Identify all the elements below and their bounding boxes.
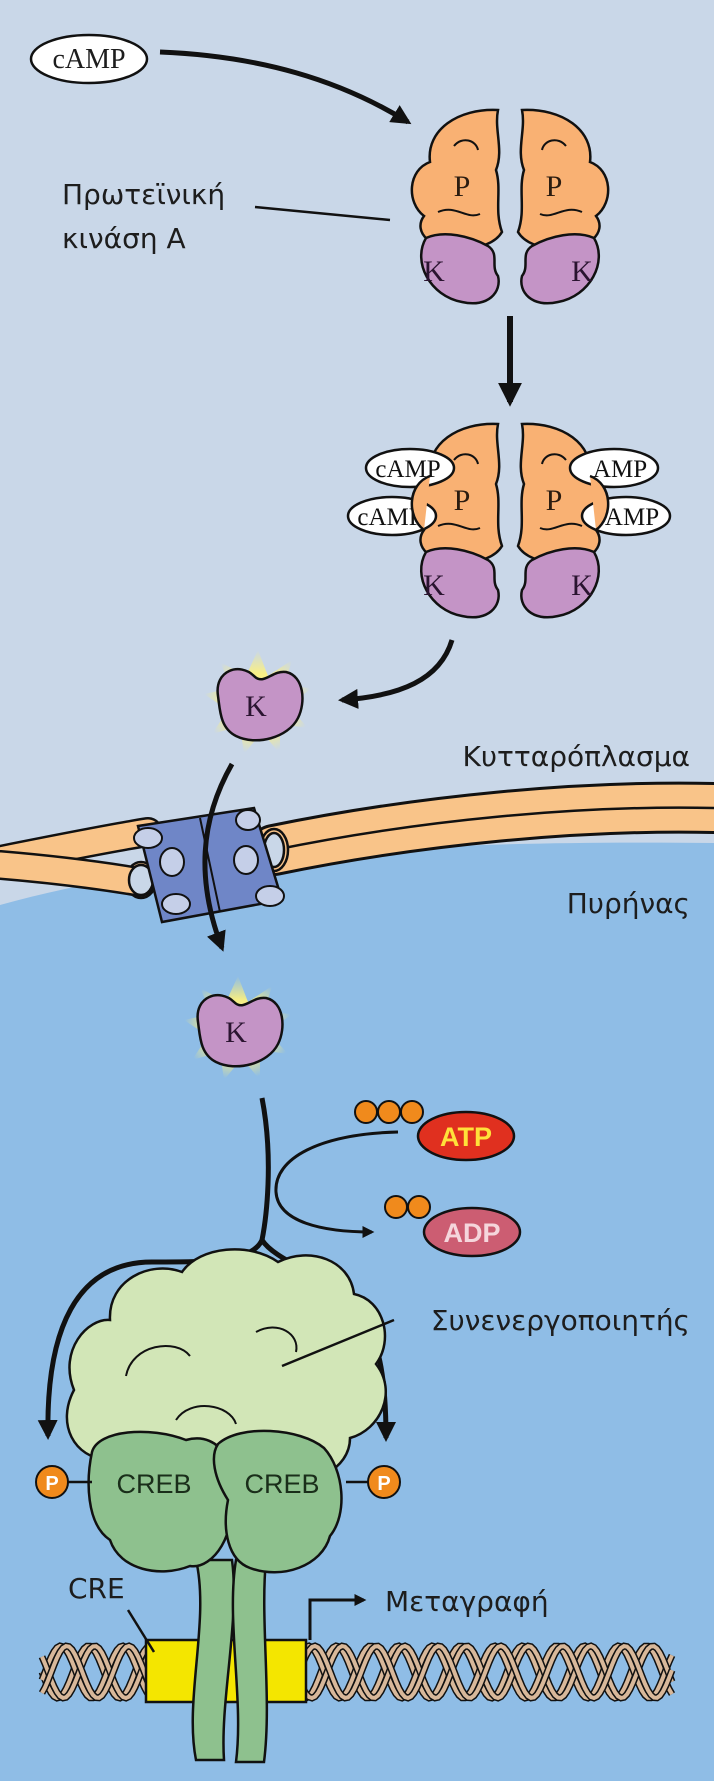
catalytic-subunit-label-left: K [423, 255, 445, 288]
svg-text:AMP: AMP [605, 504, 659, 531]
bound-camp-lower-right: AMP [580, 495, 672, 537]
svg-text:P: P [377, 1473, 390, 1495]
creb-label-left: CREB [116, 1469, 191, 1499]
regulatory-subunit-label-left: P [454, 170, 471, 203]
arrow-release-catalytic [338, 639, 455, 709]
catalytic-subunit-label-right: K [571, 569, 593, 602]
cytoplasm-label: Κυτταρόπλασμα [462, 740, 690, 773]
svg-text:AMP: AMP [593, 456, 647, 483]
atp-label: ATP [440, 1122, 492, 1152]
camp-label: cAMP [52, 44, 125, 75]
creb-label-right: CREB [244, 1469, 319, 1499]
atp-molecule: ATP [354, 1100, 516, 1162]
cre-leader [126, 1609, 156, 1653]
regulatory-subunit-label-right: P [546, 170, 563, 203]
svg-text:P: P [45, 1473, 58, 1495]
catalytic-subunit-label: K [245, 690, 267, 723]
transcription-label: Μεταγραφή [385, 1585, 549, 1618]
camp-molecule: cAMP [29, 33, 149, 85]
nuclear-pore [133, 806, 285, 924]
arrow-atp-to-adp [274, 1130, 399, 1238]
bound-camp-upper-left: cAMP [364, 447, 456, 489]
adp-molecule: ADP [384, 1195, 522, 1258]
pka-camp-bound: P P K K cAMP cAMP AMP AMP [346, 422, 672, 619]
cre-label: CRE [68, 1572, 125, 1605]
nuclear-envelope [0, 781, 714, 900]
catalytic-subunit-label-right: K [571, 255, 593, 288]
pka-label-leader [254, 205, 391, 222]
svg-text:cAMP: cAMP [375, 456, 440, 483]
pka-label-line2: κινάση Α [62, 222, 186, 255]
coactivator-leader [281, 1318, 395, 1368]
adp-label: ADP [443, 1218, 500, 1248]
regulatory-subunit-label-right: P [546, 484, 563, 517]
arrow-nuclear-translocation [202, 762, 235, 952]
free-catalytic-subunit-nucleus: K [184, 976, 292, 1080]
free-catalytic-subunit-cytoplasm: K [204, 650, 312, 754]
coactivator-label: Συνενεργοποιητής [431, 1304, 690, 1337]
regulatory-subunit-label-left: P [454, 484, 471, 517]
arrow-camp-to-pka [159, 49, 412, 125]
catalytic-subunit-label: K [225, 1016, 247, 1049]
phosphate-badge-left: P [35, 1465, 69, 1499]
catalytic-subunit-label-left: K [423, 569, 445, 602]
bound-camp-upper-right: AMP [568, 447, 660, 489]
phosphate-badge-right: P [367, 1465, 401, 1499]
creb-dimer: CREB CREB [87, 1429, 343, 1764]
transcription-start-arrow [308, 1594, 367, 1640]
pka-holoenzyme-inactive: P P K K [410, 108, 610, 305]
pka-label-line1: Πρωτεϊνική [62, 178, 225, 211]
nucleus-label: Πυρήνας [567, 887, 690, 920]
